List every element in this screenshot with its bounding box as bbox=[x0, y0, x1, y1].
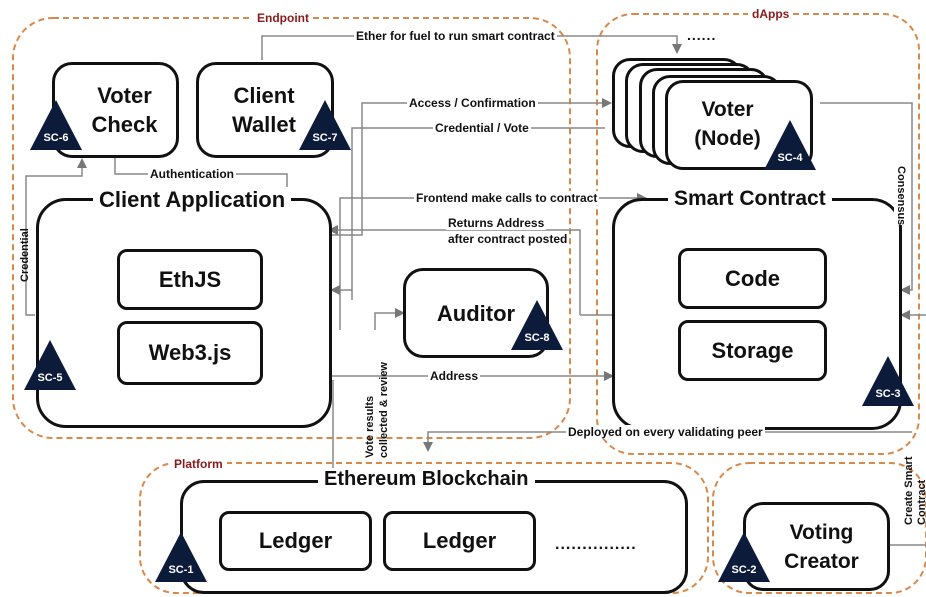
credential-vote-label: Credential / Vote bbox=[433, 121, 531, 135]
sc5-badge: SC-5 bbox=[24, 340, 76, 390]
ledger-label-1: Ledger bbox=[258, 528, 333, 553]
dapps-group-label: dApps bbox=[748, 7, 794, 21]
returns-address-connector bbox=[328, 225, 581, 315]
web3js-label: Web3.js bbox=[148, 340, 232, 365]
voting-creator-node[interactable]: Voting Creator bbox=[743, 502, 890, 591]
frontend-calls-label: Frontend make calls to contract bbox=[414, 191, 600, 205]
sc3-badge: SC-3 bbox=[862, 356, 914, 406]
consensus-label: Consensus bbox=[894, 166, 907, 226]
ethjs-label: EthJS bbox=[158, 266, 222, 292]
ethjs-box[interactable]: EthJS bbox=[117, 249, 263, 310]
create-smart-label-2: Contract bbox=[916, 479, 926, 525]
address-label: Address bbox=[428, 369, 481, 383]
sc6-badge: SC-6 bbox=[30, 100, 82, 150]
endpoint-group-label: Endpoint bbox=[253, 11, 313, 25]
auditor-input-connector bbox=[374, 308, 405, 330]
ledger-label-2: Ledger bbox=[422, 528, 497, 553]
access-confirmation-label: Access / Confirmation bbox=[407, 96, 538, 110]
ledger-box-1[interactable]: Ledger bbox=[219, 511, 372, 571]
vote-results-label-1: Vote results bbox=[364, 395, 376, 458]
code-label: Code bbox=[725, 265, 780, 291]
voting-creator-label: Voting Creator bbox=[784, 521, 859, 573]
client-wallet-label: Client Wallet bbox=[232, 83, 296, 137]
smart-contract-title: Smart Contract bbox=[668, 187, 832, 211]
sc1-badge: SC-1 bbox=[155, 532, 207, 582]
sc7-badge: SC-7 bbox=[299, 100, 351, 150]
returns-address-label-1: Returns Address bbox=[446, 216, 547, 230]
creator-group-border bbox=[712, 462, 926, 594]
sc4-badge: SC-4 bbox=[764, 120, 816, 170]
endpoint-group-border bbox=[12, 17, 571, 439]
code-box[interactable]: Code bbox=[678, 248, 827, 309]
storage-label: Storage bbox=[711, 337, 794, 363]
platform-group-label: Platform bbox=[170, 457, 227, 471]
vote-results-label-2: collected & review bbox=[378, 362, 390, 458]
sc2-badge: SC-2 bbox=[718, 532, 770, 582]
auditor-label: Auditor bbox=[436, 301, 516, 326]
create-smart-label-1: Create Smart bbox=[903, 456, 915, 525]
voter-stack-ellipsis: ...... bbox=[685, 27, 719, 43]
voter-node-label: Voter (Node) bbox=[694, 98, 761, 150]
credential-label: Credential bbox=[19, 228, 31, 282]
consensus-connector bbox=[820, 102, 913, 295]
client-application-title: Client Application bbox=[93, 187, 292, 213]
ether-fuel-label: Ether for fuel to run smart contract bbox=[354, 29, 557, 43]
ledger-box-2[interactable]: Ledger bbox=[383, 511, 536, 571]
sc8-badge: SC-8 bbox=[511, 300, 563, 350]
client-application-node[interactable] bbox=[36, 198, 332, 428]
returns-address-label-2: after contract posted bbox=[446, 232, 570, 246]
storage-box[interactable]: Storage bbox=[678, 320, 827, 381]
authentication-label: Authentication bbox=[148, 167, 236, 181]
voter-check-label: Voter Check bbox=[91, 83, 158, 137]
smart-contract-node[interactable] bbox=[612, 198, 902, 430]
ethereum-blockchain-title: Ethereum Blockchain bbox=[318, 468, 535, 491]
credential-connector bbox=[25, 158, 87, 316]
ledger-ellipsis: ............... bbox=[553, 536, 639, 553]
voter-node[interactable]: Voter (Node) bbox=[665, 80, 813, 170]
deployed-label: Deployed on every validating peer bbox=[566, 425, 765, 439]
web3js-box[interactable]: Web3.js bbox=[117, 321, 263, 385]
